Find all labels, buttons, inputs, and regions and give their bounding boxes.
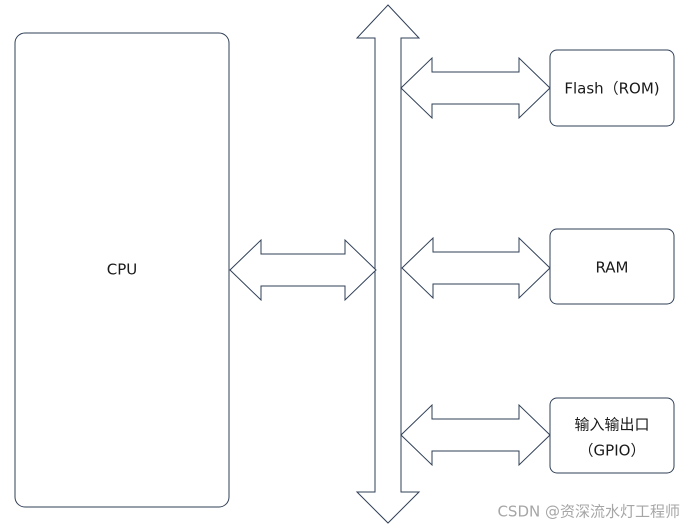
cpu-box [14, 32, 230, 508]
flash-box [549, 49, 675, 127]
system-bus-arrow [355, 4, 421, 524]
flash-bus-arrow [400, 56, 551, 120]
gpio-label-line1: 输入输出口 [574, 416, 649, 434]
ram-label: RAM [595, 259, 628, 277]
watermark: CSDN @资深流水灯工程师 [497, 503, 680, 521]
cpu-bus-arrow [229, 238, 377, 302]
gpio-box [549, 397, 675, 474]
gpio-label-line2: （GPIO） [579, 442, 646, 460]
ram-bus-arrow [401, 236, 551, 300]
ram-box [549, 228, 675, 305]
flash-label: Flash（ROM) [564, 80, 659, 98]
gpio-bus-arrow [400, 403, 551, 467]
cpu-label: CPU [107, 261, 138, 279]
